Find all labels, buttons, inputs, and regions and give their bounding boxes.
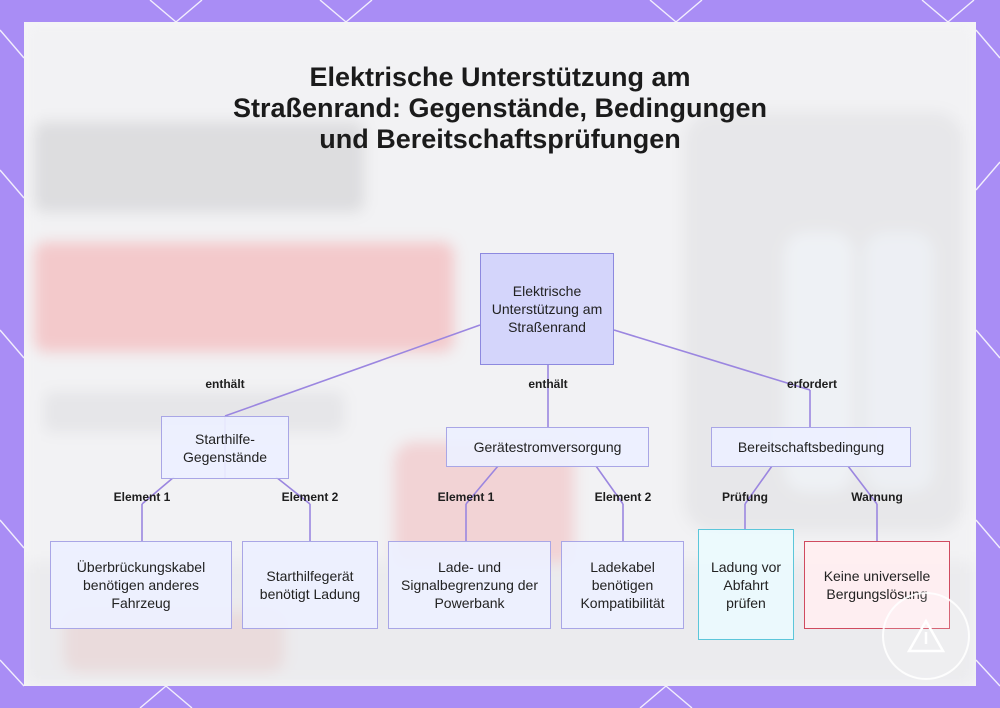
diagram-title: Elektrische Unterstützung am Straßenrand… bbox=[232, 62, 768, 154]
edge-label-contains-1: enthält bbox=[205, 377, 245, 391]
edge-label-requires: erfordert bbox=[786, 377, 838, 391]
node-readiness-condition: Bereitschaftsbedingung bbox=[711, 427, 911, 467]
node-root: Elektrische Unterstützung am Straßenrand bbox=[480, 253, 614, 365]
edge-label-device-element-1: Element 1 bbox=[437, 490, 495, 504]
node-charge-cable: Ladekabel benötigen Kompatibilität bbox=[561, 541, 684, 629]
diagram-panel: Elektrische Unterstützung am Straßenrand… bbox=[24, 22, 976, 686]
edge-label-warning: Warnung bbox=[851, 490, 903, 504]
node-powerbank-limits: Lade- und Signalbegrenzung der Powerbank bbox=[388, 541, 551, 629]
node-charge-check: Ladung vor Abfahrt prüfen bbox=[698, 529, 794, 640]
node-device-power: Gerätestromversorgung bbox=[446, 427, 649, 467]
node-jump-starter: Starthilfegerät benötigt Ladung bbox=[242, 541, 378, 629]
node-jumper-cables: Überbrückungskabel benötigen anderes Fah… bbox=[50, 541, 232, 629]
triangle-logo-icon bbox=[906, 618, 946, 653]
edge-label-check: Prüfung bbox=[722, 490, 768, 504]
node-jump-start-items: Starthilfe-Gegenstände bbox=[161, 416, 289, 479]
edge-label-device-element-2: Element 2 bbox=[594, 490, 652, 504]
watermark-badge bbox=[882, 592, 970, 680]
edge-label-jump-element-2: Element 2 bbox=[281, 490, 339, 504]
edge-label-contains-2: enthält bbox=[528, 377, 568, 391]
connector-lines bbox=[141, 324, 878, 541]
edge-label-jump-element-1: Element 1 bbox=[113, 490, 171, 504]
